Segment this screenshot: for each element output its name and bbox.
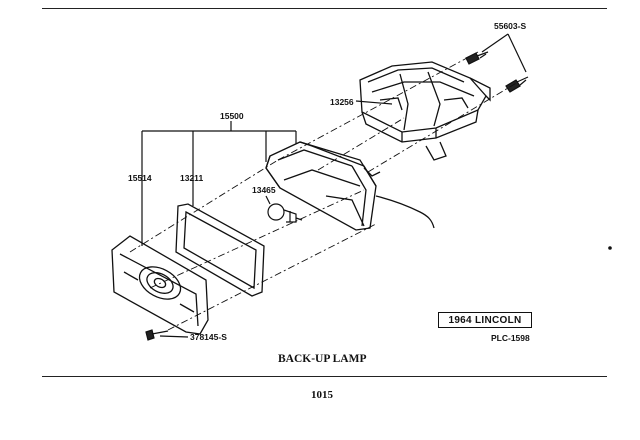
- screw-lower: [145, 329, 169, 341]
- model-year-box: 1964 LINCOLN: [438, 312, 532, 328]
- housing-13256: [359, 61, 491, 161]
- bulb-13465: [267, 203, 303, 223]
- label-bolt-upper: 55603-S: [494, 21, 527, 31]
- lamp-body: [265, 141, 435, 231]
- label-bulb: 13465: [252, 185, 276, 195]
- label-housing: 13256: [330, 97, 354, 107]
- diagram-title: BACK-UP LAMP: [278, 353, 367, 365]
- top-rule: [42, 8, 607, 9]
- leader-13465: [265, 195, 271, 205]
- bottom-rule: [42, 376, 607, 377]
- gasket-13211: [175, 203, 265, 297]
- registration-dot: [608, 246, 612, 250]
- leader-13256: [355, 100, 393, 105]
- leader-378145-s: [159, 335, 189, 338]
- plate-code: PLC-1598: [491, 333, 530, 343]
- label-lens: 15514: [128, 173, 152, 183]
- leader-15500: [141, 121, 297, 246]
- alignment-lines: [129, 51, 519, 331]
- model-year-label: 1964 LINCOLN: [448, 314, 522, 326]
- leader-55603-s: [481, 33, 527, 73]
- bolt-upper-right: [505, 76, 529, 93]
- label-screw-lower: 378145-S: [190, 332, 227, 342]
- lens-15514: [111, 235, 209, 335]
- bolt-upper-left: [465, 51, 489, 65]
- label-gasket: 13211: [180, 173, 204, 183]
- page-number: 1015: [311, 389, 333, 401]
- label-assembly: 15500: [220, 111, 244, 121]
